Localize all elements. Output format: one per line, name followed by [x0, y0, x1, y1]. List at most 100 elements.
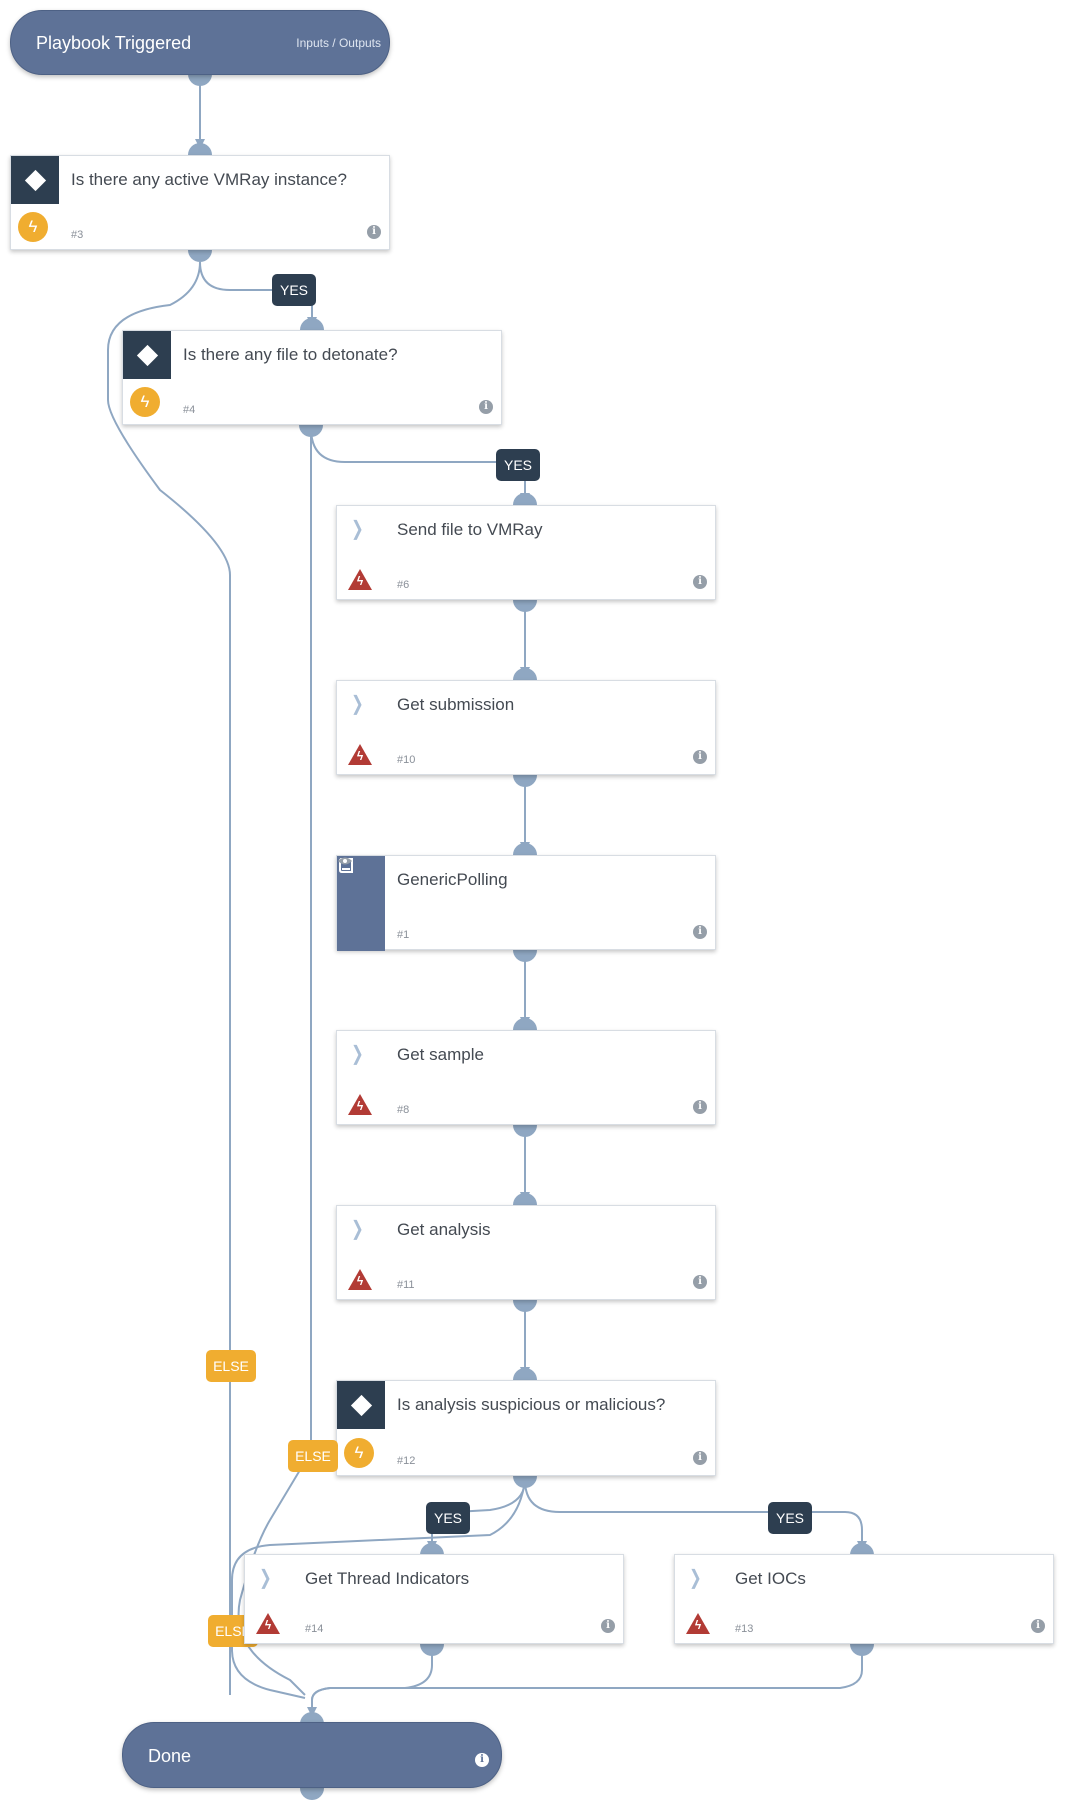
else-label[interactable]: ELSE [206, 1350, 256, 1382]
node-title: Is there any file to detonate? [183, 345, 398, 364]
playbook-node-1[interactable]: GenericPolling #1 i [336, 855, 716, 951]
node-title: Send file to VMRay [397, 520, 543, 539]
input-port[interactable] [420, 1543, 444, 1555]
info-icon[interactable]: i [693, 750, 707, 764]
chevron-right-icon: ❯ [351, 518, 364, 540]
chevron-right-icon: ❯ [259, 1567, 272, 1589]
book-icon [337, 856, 385, 951]
output-port[interactable] [420, 1644, 444, 1656]
node-id: #11 [397, 1279, 415, 1291]
edge-4-yes-6 [310, 427, 530, 503]
output-port[interactable] [513, 600, 537, 612]
yes-label[interactable]: YES [272, 274, 316, 306]
input-port[interactable] [300, 318, 324, 330]
task-node-13[interactable]: ❯ ϟ Get IOCs #13 i [674, 1554, 1054, 1644]
output-port[interactable] [850, 1644, 874, 1656]
else-label[interactable]: ELSE [288, 1440, 338, 1472]
condition-node-12[interactable]: ϟ Is analysis suspicious or malicious? #… [336, 1380, 716, 1476]
node-title: Get submission [397, 695, 515, 714]
task-node-14[interactable]: ❯ ϟ Get Thread Indicators #14 i [244, 1554, 624, 1644]
task-node-6[interactable]: ❯ ϟ Send file to VMRay #6 i [336, 505, 716, 600]
yes-label[interactable]: YES [768, 1502, 812, 1534]
diamond-icon [123, 331, 171, 379]
info-icon[interactable]: i [693, 1451, 707, 1465]
warning-triangle-icon: ϟ [256, 1613, 280, 1634]
input-port[interactable] [513, 493, 537, 505]
diamond-icon [11, 156, 59, 204]
lightning-bolt-icon: ϟ [344, 1438, 374, 1468]
warning-triangle-icon: ϟ [348, 569, 372, 590]
warning-triangle-icon: ϟ [348, 1094, 372, 1115]
info-icon[interactable]: i [1031, 1619, 1045, 1633]
lightning-bolt-icon: ϟ [18, 212, 48, 242]
node-id: #1 [397, 929, 410, 941]
task-node-8[interactable]: ❯ ϟ Get sample #8 i [336, 1030, 716, 1125]
input-port[interactable] [300, 1712, 324, 1724]
info-icon[interactable]: i [479, 400, 493, 414]
input-port[interactable] [850, 1543, 874, 1555]
chevron-right-icon: ❯ [351, 1218, 364, 1240]
output-port[interactable] [299, 425, 323, 437]
node-id: #3 [71, 229, 84, 241]
done-node[interactable]: Done i [122, 1722, 502, 1788]
input-port[interactable] [513, 668, 537, 680]
node-id: #14 [305, 1623, 324, 1635]
output-port[interactable] [513, 1300, 537, 1312]
start-node[interactable]: Playbook Triggered Inputs / Outputs [10, 10, 390, 75]
output-port[interactable] [188, 74, 212, 86]
output-port[interactable] [300, 1788, 324, 1800]
edge-14-done [307, 1648, 433, 1717]
info-icon[interactable]: i [693, 925, 707, 939]
output-port[interactable] [513, 775, 537, 787]
output-port[interactable] [188, 250, 212, 262]
warning-triangle-icon: ϟ [348, 1269, 372, 1290]
inputs-outputs-link[interactable]: Inputs / Outputs [296, 36, 381, 50]
eye-icon[interactable] [337, 856, 353, 866]
node-title: Get Thread Indicators [305, 1569, 470, 1588]
input-port[interactable] [513, 843, 537, 855]
info-icon[interactable]: i [693, 1275, 707, 1289]
node-title: Is analysis suspicious or malicious? [397, 1395, 666, 1414]
yes-label[interactable]: YES [496, 449, 540, 481]
node-id: #8 [397, 1104, 410, 1116]
info-icon[interactable]: i [367, 225, 381, 239]
node-title: Is there any active VMRay instance? [71, 170, 347, 189]
output-port[interactable] [513, 1476, 537, 1488]
edge-4-else-done [237, 428, 312, 1696]
node-title: Get IOCs [735, 1569, 806, 1588]
input-port[interactable] [513, 1368, 537, 1380]
condition-node-4[interactable]: ϟ Is there any file to detonate? #4 i [122, 330, 502, 425]
node-id: #6 [397, 579, 410, 591]
diamond-icon [337, 1381, 385, 1429]
info-icon[interactable]: i [601, 1619, 615, 1633]
chevron-right-icon: ❯ [689, 1567, 702, 1589]
node-id: #13 [735, 1623, 754, 1635]
info-icon[interactable]: i [693, 1100, 707, 1114]
node-id: #4 [183, 404, 196, 416]
input-port[interactable] [188, 143, 212, 155]
output-port[interactable] [513, 950, 537, 962]
info-icon[interactable]: i [475, 1753, 489, 1767]
node-title: GenericPolling [397, 870, 508, 889]
node-id: #12 [397, 1455, 416, 1467]
done-title: Done [148, 1746, 192, 1766]
info-icon[interactable]: i [693, 575, 707, 589]
task-node-10[interactable]: ❯ ϟ Get submission #10 i [336, 680, 716, 775]
start-title: Playbook Triggered [36, 33, 192, 53]
lightning-bolt-icon: ϟ [130, 387, 160, 417]
warning-triangle-icon: ϟ [348, 744, 372, 765]
output-port[interactable] [513, 1125, 537, 1137]
chevron-right-icon: ❯ [351, 693, 364, 715]
node-title: Get analysis [397, 1220, 491, 1239]
node-id: #10 [397, 754, 416, 766]
yes-label[interactable]: YES [426, 1502, 470, 1534]
input-port[interactable] [513, 1018, 537, 1030]
warning-triangle-icon: ϟ [686, 1613, 710, 1634]
input-port[interactable] [513, 1193, 537, 1205]
task-node-11[interactable]: ❯ ϟ Get analysis #11 i [336, 1205, 716, 1300]
chevron-right-icon: ❯ [351, 1043, 364, 1065]
edge-3-else-done [107, 261, 231, 1695]
condition-node-3[interactable]: ϟ Is there any active VMRay instance? #3… [10, 155, 390, 250]
